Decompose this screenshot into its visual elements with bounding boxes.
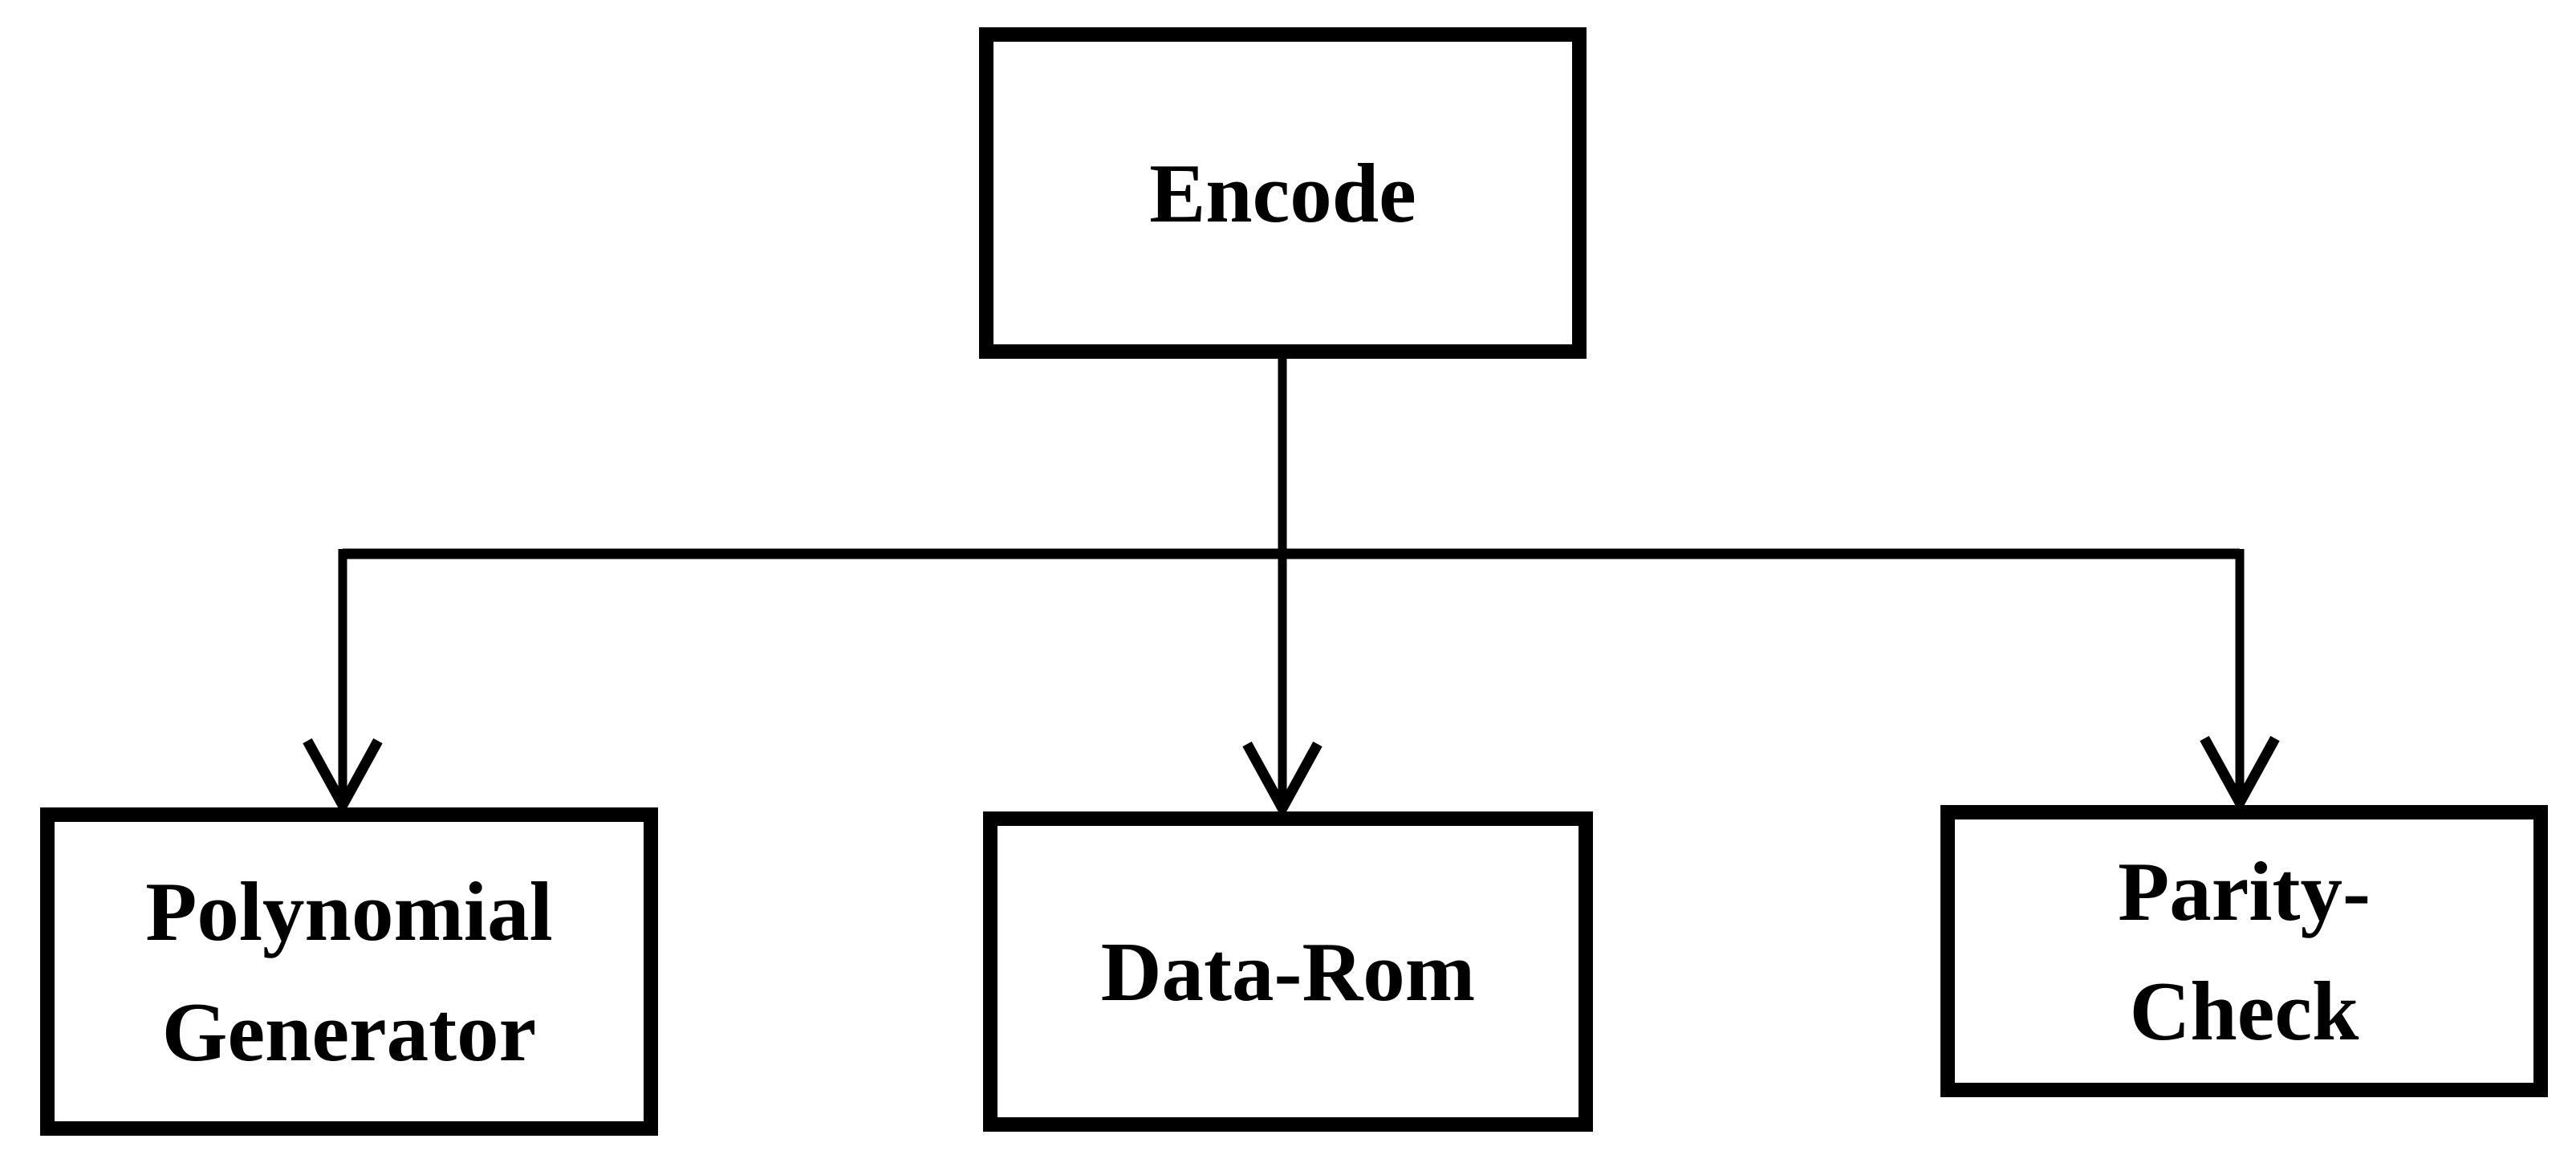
node-polynomial-generator-label-line2: Generator [161,984,537,1079]
node-data-rom-label: Data-Rom [1100,924,1476,1019]
node-encode-label: Encode [1149,145,1416,240]
node-parity-check-label-line2: Check [2129,964,2359,1058]
arrowhead-left-icon [303,738,383,816]
node-parity-check: Parity- Check [1940,805,2548,1097]
node-encode: Encode [979,27,1587,359]
node-data-rom: Data-Rom [983,811,1593,1132]
node-parity-check-label-line1: Parity- [2118,844,2371,938]
node-polynomial-generator: Polynomial Generator [40,807,658,1136]
arrowhead-middle-icon [1242,741,1323,819]
arrowhead-right-icon [2200,735,2280,814]
node-polynomial-generator-label-line1: Polynomial [145,864,553,959]
